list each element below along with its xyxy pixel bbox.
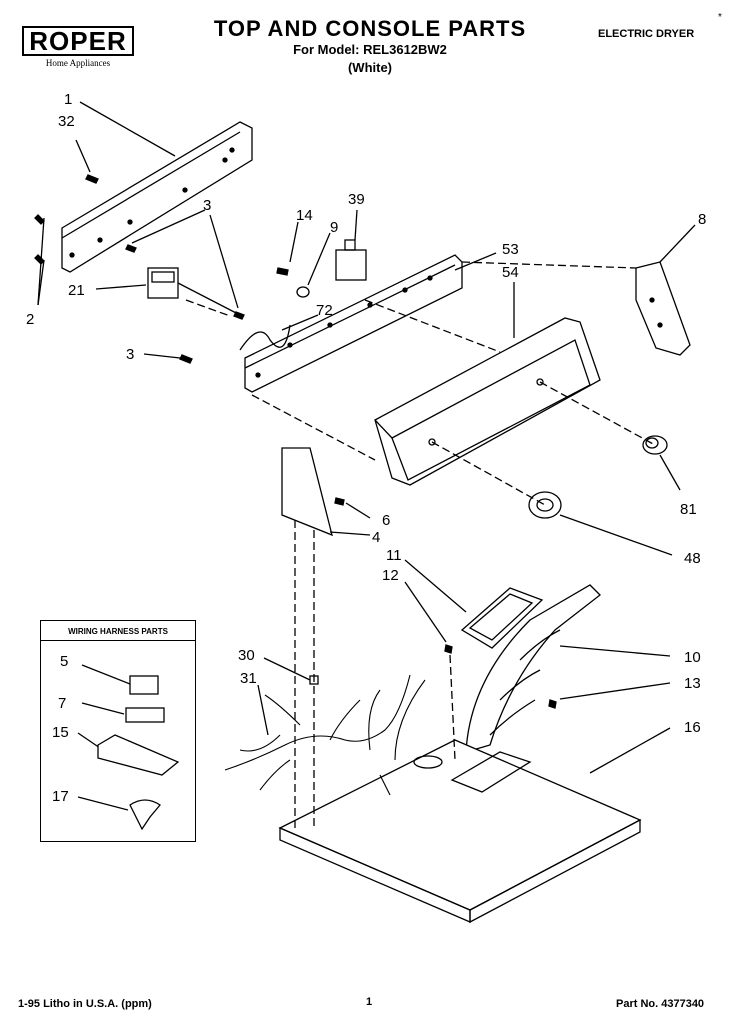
- callout-14: 14: [296, 207, 313, 224]
- knob-81: [642, 435, 668, 455]
- console-back-54: [374, 317, 601, 486]
- brand-subtitle: Home Appliances: [45, 58, 111, 68]
- model-line: For Model: REL3612BW2: [293, 42, 447, 57]
- brand-name: ROPER: [22, 26, 134, 56]
- callout-54: 54: [502, 264, 519, 281]
- callout-4: 4: [372, 529, 380, 546]
- roper-logo: ROPER Home Appliances: [22, 26, 134, 68]
- callout-12: 12: [382, 567, 399, 584]
- callout-10: 10: [684, 649, 701, 666]
- wiring-harness-31: [224, 674, 426, 796]
- callout-1: 1: [64, 91, 72, 108]
- lint-cover-10: [465, 584, 601, 753]
- page-title: TOP AND CONSOLE PARTS: [213, 16, 527, 41]
- end-cap-4: [281, 447, 333, 537]
- callout-21: 21: [68, 282, 85, 299]
- callout-11: 11: [386, 547, 402, 564]
- lint-filter-11: [460, 587, 544, 649]
- callout-53: 53: [502, 241, 519, 258]
- callout-81: 81: [680, 501, 697, 518]
- callout-3-lower: 3: [126, 346, 134, 363]
- asterisk-mark: *: [718, 12, 722, 23]
- knob-48: [528, 491, 562, 519]
- leader-lines: [37, 101, 696, 811]
- end-cap-bracket-8: [635, 261, 691, 356]
- callout-7: 7: [58, 695, 66, 712]
- rear-console-panel: [61, 121, 253, 273]
- callout-39: 39: [348, 191, 365, 208]
- callout-9: 9: [330, 219, 338, 236]
- callout-15: 15: [52, 724, 69, 741]
- footer-page-number: 1: [366, 996, 373, 1008]
- callout-31: 31: [240, 670, 257, 687]
- callout-13: 13: [684, 675, 701, 692]
- harness-box-title: WIRING HARNESS PARTS: [41, 621, 195, 641]
- callout-72: 72: [316, 302, 333, 319]
- dryer-top-16: [278, 739, 642, 924]
- callout-5: 5: [60, 653, 68, 670]
- switch-part-21: [147, 267, 241, 316]
- callout-16: 16: [684, 719, 701, 736]
- dryer-type: ELECTRIC DRYER: [598, 28, 695, 40]
- callout-30: 30: [238, 647, 255, 664]
- callout-6: 6: [382, 512, 390, 529]
- timer-part-39: [335, 239, 367, 281]
- callout-8: 8: [698, 211, 706, 228]
- harness-box-parts: [97, 675, 180, 831]
- callout-48: 48: [684, 550, 701, 567]
- color-line: (White): [347, 60, 393, 75]
- footer-part-number: Part No. 4377340: [616, 998, 705, 1010]
- callout-32: 32: [58, 113, 75, 130]
- alignment-lines: [185, 261, 656, 830]
- callout-17: 17: [52, 788, 69, 805]
- control-panel: [239, 254, 463, 393]
- callout-3: 3: [203, 197, 211, 214]
- footer-litho: 1-95 Litho in U.S.A. (ppm): [18, 998, 152, 1010]
- callout-2: 2: [26, 311, 34, 328]
- wiring-harness-box: WIRING HARNESS PARTS: [40, 620, 196, 842]
